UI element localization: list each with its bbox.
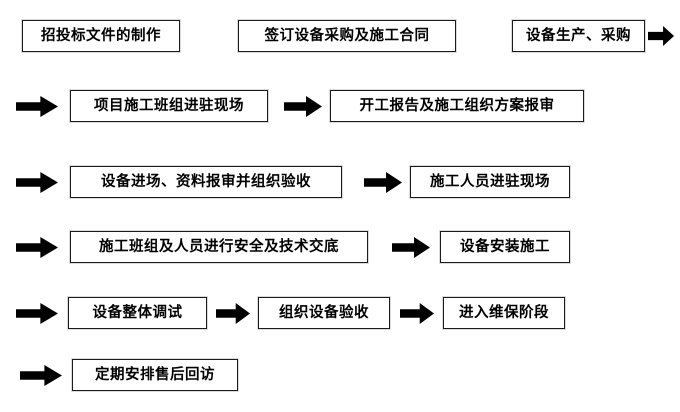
- flow-arrow-right-icon: [400, 303, 434, 324]
- flow-node-label: 设备生产、采购: [526, 27, 631, 44]
- flow-node-label: 设备进场、资料报审并组织验收: [101, 173, 311, 190]
- flow-node-label: 施工人员进驻现场: [430, 173, 550, 190]
- flow-arrow-right-icon: [392, 237, 430, 258]
- flow-arrow-right-icon: [16, 96, 58, 117]
- flow-arrow-right-icon: [16, 237, 58, 258]
- flow-node-n12: 进入维保阶段: [443, 297, 565, 329]
- flow-node-label: 组织设备验收: [279, 304, 369, 321]
- flow-node-label: 设备安装施工: [460, 238, 550, 255]
- flow-node-n3: 设备生产、采购: [512, 20, 645, 52]
- flow-node-n2: 签订设备采购及施工合同: [238, 20, 456, 52]
- flow-node-label: 开工报告及施工组织方案报审: [359, 97, 555, 114]
- flow-node-label: 定期安排售后回访: [95, 366, 215, 383]
- flow-node-n10: 设备整体调试: [68, 297, 207, 329]
- flow-node-label: 项目施工班组进驻现场: [94, 97, 244, 114]
- flow-node-label: 签订设备采购及施工合同: [264, 27, 430, 44]
- flow-arrow-right-icon: [16, 303, 58, 324]
- flow-arrow-right-icon: [364, 172, 402, 193]
- flow-arrow-right-icon: [16, 172, 58, 193]
- flow-arrow-right-icon: [648, 26, 674, 46]
- flow-node-n13: 定期安排售后回访: [72, 359, 238, 391]
- flow-node-n6: 设备进场、资料报审并组织验收: [70, 166, 342, 198]
- flow-node-n8: 施工班组及人员进行安全及技术交底: [70, 231, 368, 263]
- flow-node-label: 设备整体调试: [92, 304, 183, 321]
- flow-arrow-right-icon: [20, 365, 62, 386]
- flow-arrow-right-icon: [216, 303, 250, 324]
- flow-node-n11: 组织设备验收: [258, 297, 390, 329]
- flow-node-label: 进入维保阶段: [459, 304, 549, 321]
- flow-node-n9: 设备安装施工: [440, 231, 570, 263]
- flow-node-label: 施工班组及人员进行安全及技术交底: [99, 238, 339, 255]
- flow-node-n5: 开工报告及施工组织方案报审: [330, 90, 584, 122]
- flow-node-n4: 项目施工班组进驻现场: [70, 90, 268, 122]
- flow-node-n1: 招投标文件的制作: [22, 20, 180, 52]
- flow-node-label: 招投标文件的制作: [41, 27, 161, 44]
- flow-arrow-right-icon: [284, 96, 322, 117]
- flow-node-n7: 施工人员进驻现场: [410, 166, 570, 198]
